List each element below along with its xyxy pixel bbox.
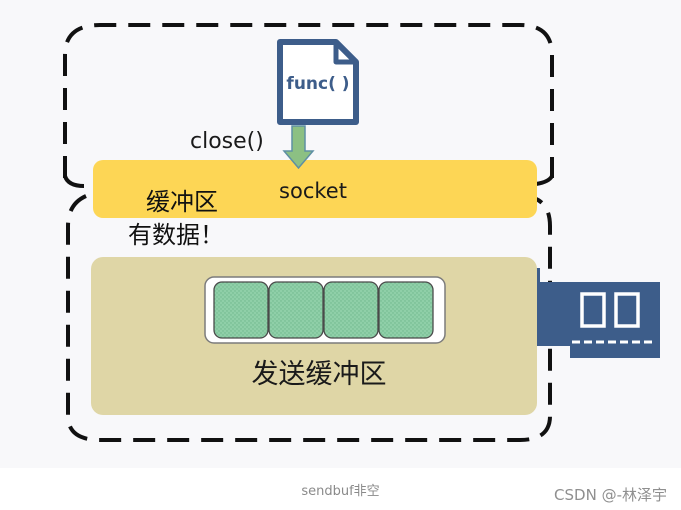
socket-bar	[93, 160, 537, 218]
user-space-hook-right	[535, 174, 554, 186]
user-space-hook-left	[63, 175, 85, 188]
close-label: close()	[190, 129, 264, 154]
buffer-note-line1: 缓冲区	[146, 188, 218, 216]
watermark: CSDN @-林泽宇	[554, 486, 667, 504]
file-icon	[277, 39, 359, 125]
buffer-block	[213, 281, 269, 339]
network-card-icon	[522, 268, 660, 358]
buffer-block	[268, 281, 324, 339]
figure-caption: sendbuf非空	[301, 484, 380, 499]
user-space-outline	[63, 23, 554, 178]
buffer-blocks	[213, 281, 434, 339]
down-arrow-icon	[282, 125, 315, 170]
send-buffer-label: 发送缓冲区	[252, 359, 387, 390]
socket-label: socket	[279, 179, 347, 203]
buffer-block	[323, 281, 379, 339]
buffer-note-line2: 有数据！	[128, 221, 224, 249]
buffer-block	[378, 281, 434, 339]
socket-send-buffer-diagram: socket 缓冲区 有数据！ func( ) close() 发送缓冲区	[63, 23, 660, 442]
kernel-space-outline	[66, 194, 552, 442]
file-label: func( )	[286, 74, 349, 94]
